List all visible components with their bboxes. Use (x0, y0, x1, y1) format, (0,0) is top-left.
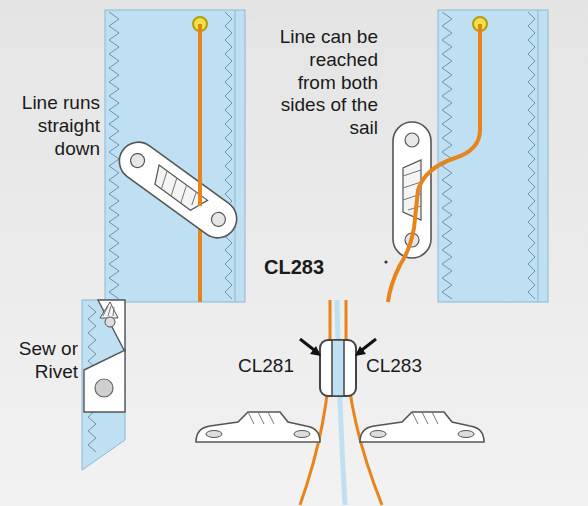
control-line (198, 24, 202, 302)
sail-strip (438, 10, 548, 302)
cleat (112, 135, 244, 246)
dot (384, 260, 387, 263)
stitching (528, 12, 535, 299)
sew-rivet-detail (82, 300, 125, 470)
cross-section (196, 300, 484, 505)
stitching (225, 12, 232, 299)
sail-strip (105, 10, 245, 302)
callout-note: Line can be reached from both sides of t… (268, 26, 378, 140)
control-line (388, 24, 480, 302)
stitching (109, 12, 119, 299)
part-label: CL281 (222, 355, 294, 378)
stitching (442, 12, 452, 299)
control-line (198, 176, 202, 206)
part-label: CL283 (366, 355, 438, 378)
callout-note: Line runs straight down (6, 92, 100, 160)
model-title: CL283 (244, 255, 344, 279)
callout-note: Sew or Rivet (4, 338, 78, 384)
